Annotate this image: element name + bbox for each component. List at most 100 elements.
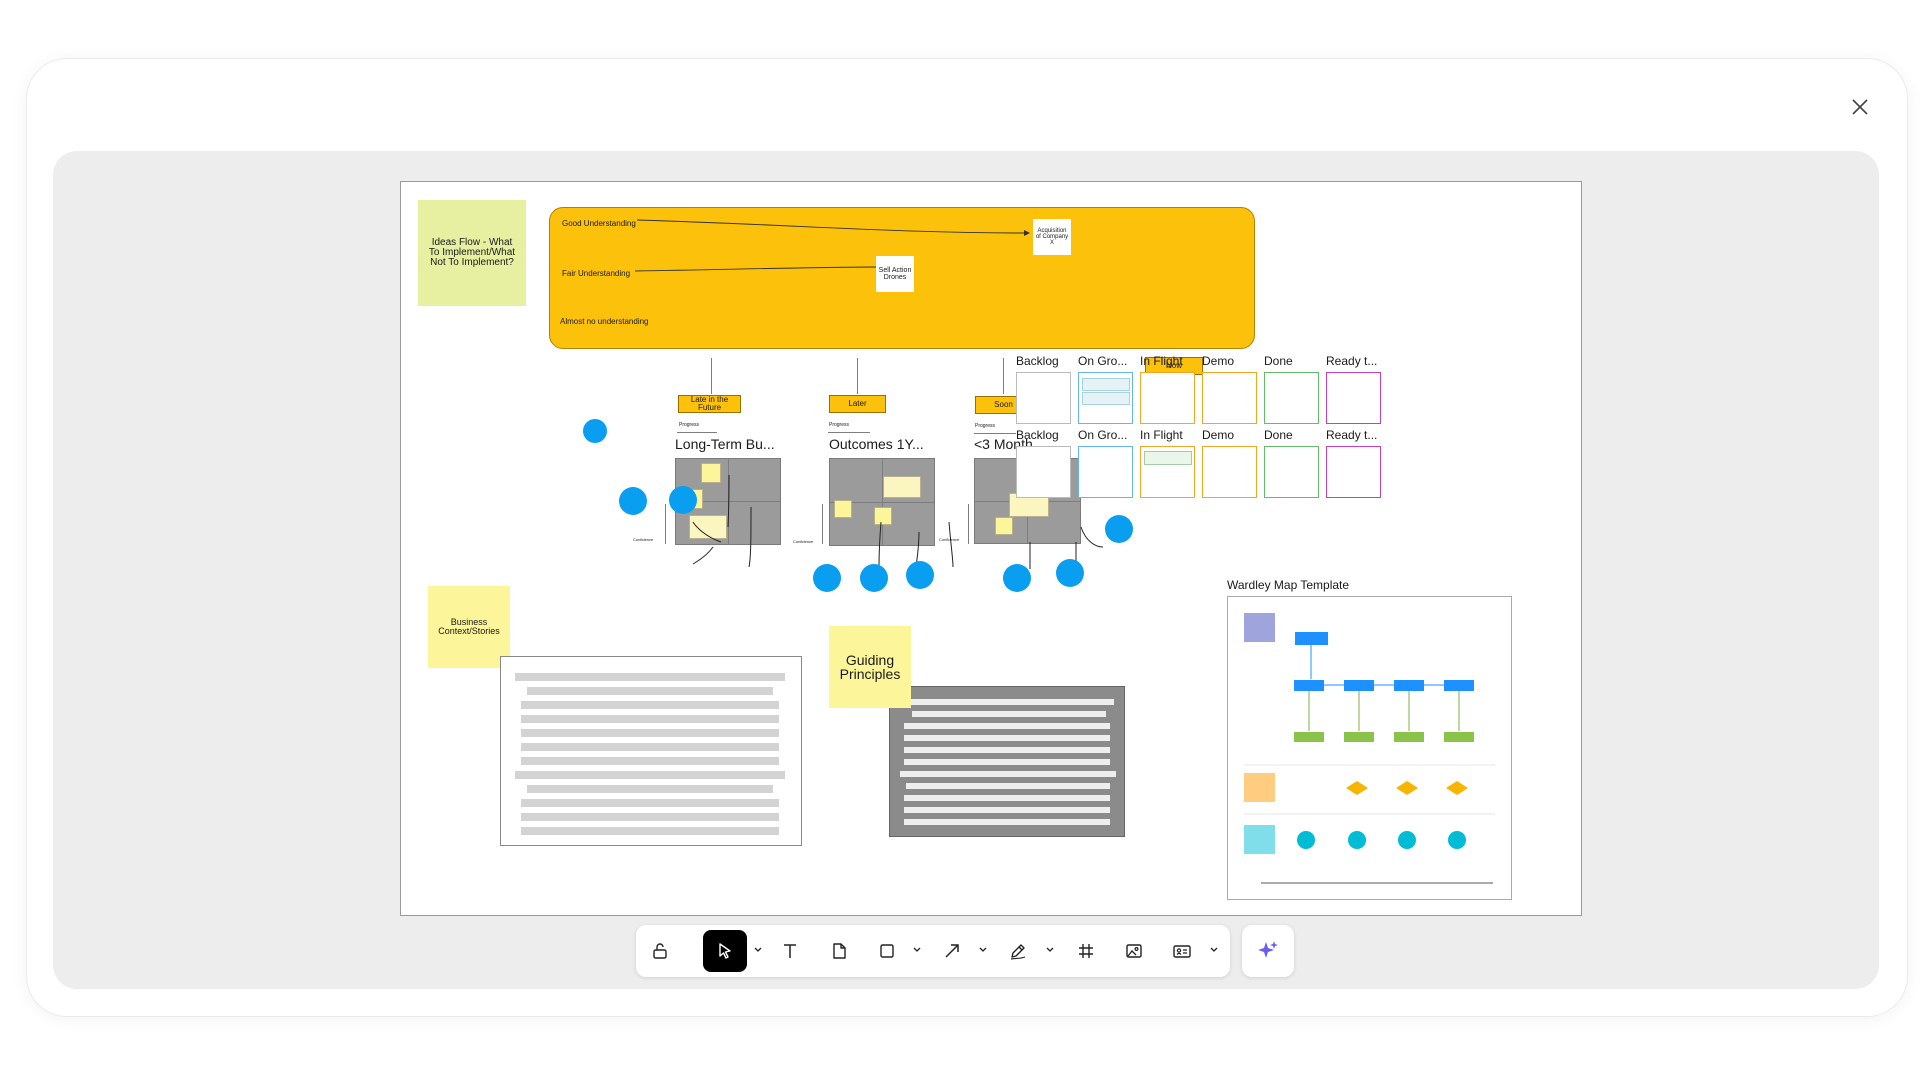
kanban-column-label: Demo xyxy=(1202,354,1235,368)
bottom-toolbar xyxy=(636,925,1230,977)
doc-line xyxy=(515,673,785,681)
kanban-card[interactable] xyxy=(1082,392,1130,405)
kanban-column-frame[interactable] xyxy=(1264,372,1319,424)
kanban-card[interactable] xyxy=(1144,451,1192,465)
kanban-column-frame[interactable] xyxy=(1202,372,1257,424)
doc-line xyxy=(904,747,1110,753)
card-chevron-down-icon[interactable] xyxy=(1209,945,1219,955)
guiding-principles-sticky[interactable]: Guiding Principles xyxy=(829,626,911,708)
note-icon[interactable] xyxy=(821,933,857,969)
kanban-column-label: Done xyxy=(1264,354,1293,368)
acquisition-text: Acquisition of Company X xyxy=(1035,228,1069,246)
kanban-column-frame[interactable] xyxy=(1078,446,1133,498)
acquisition-card[interactable]: Acquisition of Company X xyxy=(1033,219,1071,255)
kanban-card[interactable] xyxy=(1082,378,1130,391)
guiding-principles-doc[interactable] xyxy=(889,686,1125,837)
doc-line xyxy=(904,759,1110,765)
long-term-matrix-h xyxy=(675,501,781,502)
business-context-doc[interactable] xyxy=(500,656,802,846)
kanban-column-frame[interactable] xyxy=(1016,372,1071,424)
confidence-line-2 xyxy=(822,504,823,544)
select-chevron-down-icon[interactable] xyxy=(753,945,763,955)
long-term-note-1[interactable] xyxy=(701,463,721,483)
arrow-icon[interactable] xyxy=(934,933,970,969)
dot-5[interactable] xyxy=(860,564,888,592)
ai-sparkle-icon xyxy=(1258,941,1278,958)
kanban-column-label: Ready t... xyxy=(1326,428,1378,442)
kanban-column-frame[interactable] xyxy=(1202,446,1257,498)
good-understanding-label: Good Understanding xyxy=(562,219,636,228)
doc-line xyxy=(906,783,1110,789)
kanban-column-frame[interactable] xyxy=(1016,446,1071,498)
confidence-label-2: Confidence xyxy=(793,539,814,544)
lock-icon[interactable] xyxy=(642,933,678,969)
kanban-column-frame[interactable] xyxy=(1078,372,1133,424)
outcomes-note-3[interactable] xyxy=(874,507,892,525)
select-icon[interactable] xyxy=(703,930,747,972)
doc-line xyxy=(521,799,779,807)
soon-note-3[interactable] xyxy=(995,517,1013,535)
drones-card[interactable]: Sell Action Drones xyxy=(876,256,914,292)
dot-2[interactable] xyxy=(619,487,647,515)
progress-label-1: Progress xyxy=(679,422,700,428)
doc-line xyxy=(904,699,1114,705)
confidence-line-3 xyxy=(968,504,969,544)
dot-1[interactable] xyxy=(583,419,607,443)
doc-line xyxy=(904,723,1110,729)
card-icon[interactable] xyxy=(1164,933,1200,969)
ideas-flow-sticky[interactable]: Ideas Flow - What To Implement/What Not … xyxy=(418,200,526,306)
shape-icon[interactable] xyxy=(869,933,905,969)
kanban-column-frame[interactable] xyxy=(1326,446,1381,498)
doc-line xyxy=(904,735,1110,741)
doc-line xyxy=(912,711,1106,717)
ai-assistant-button[interactable] xyxy=(1242,925,1294,977)
text-icon[interactable] xyxy=(772,933,808,969)
dot-4[interactable] xyxy=(813,564,841,592)
fair-understanding-label: Fair Understanding xyxy=(562,269,631,278)
doc-line xyxy=(904,795,1110,801)
image-icon[interactable] xyxy=(1116,933,1152,969)
dot-3[interactable] xyxy=(669,486,697,514)
connector-long-term xyxy=(711,358,712,394)
progress-label-2: Progress xyxy=(829,422,850,428)
dot-9[interactable] xyxy=(1105,515,1133,543)
doc-line xyxy=(521,715,779,723)
kanban-column-label: On Gro... xyxy=(1078,428,1128,442)
kanban-column-frame[interactable] xyxy=(1140,446,1195,498)
late-future-tag[interactable]: Late in the Future xyxy=(678,395,741,413)
outcomes-note-1[interactable] xyxy=(883,476,921,498)
close-icon[interactable] xyxy=(1848,95,1872,119)
wardley-map[interactable] xyxy=(1227,596,1512,900)
confidence-line-1 xyxy=(665,504,666,544)
long-term-note-3[interactable] xyxy=(689,515,727,539)
business-context-sticky[interactable]: Business Context/Stories xyxy=(428,586,510,668)
progress-label-3: Progress xyxy=(975,423,996,429)
kanban-column-frame[interactable] xyxy=(1140,372,1195,424)
dot-6[interactable] xyxy=(906,561,934,589)
kanban-column-frame[interactable] xyxy=(1326,372,1381,424)
frame-icon[interactable] xyxy=(1068,933,1104,969)
pen-chevron-down-icon[interactable] xyxy=(1045,945,1055,955)
doc-line xyxy=(521,729,779,737)
later-tag[interactable]: Later xyxy=(829,395,886,413)
almost-no-understanding-label: Almost no understanding xyxy=(560,317,649,326)
doc-line xyxy=(904,807,1110,813)
shape-chevron-down-icon[interactable] xyxy=(912,945,922,955)
kanban-column-label: Ready t... xyxy=(1326,354,1378,368)
connector-later xyxy=(857,358,858,394)
kanban-column-label: Backlog xyxy=(1016,354,1059,368)
wardley-title: Wardley Map Template xyxy=(1227,578,1350,592)
whiteboard-canvas[interactable]: Ideas Flow - What To Implement/What Not … xyxy=(400,181,1582,916)
kanban-column-label: Backlog xyxy=(1016,428,1059,442)
progress-line-3 xyxy=(974,433,1016,434)
outcomes-note-2[interactable] xyxy=(834,500,852,518)
guiding-principles-text: Guiding Principles xyxy=(839,652,901,682)
kanban-column-label: Done xyxy=(1264,428,1293,442)
kanban-column-frame[interactable] xyxy=(1264,446,1319,498)
kanban-column-label: In Flight xyxy=(1140,354,1183,368)
dot-8[interactable] xyxy=(1056,559,1084,587)
arrow-chevron-down-icon[interactable] xyxy=(978,945,988,955)
pen-icon[interactable] xyxy=(1000,933,1036,969)
dot-7[interactable] xyxy=(1003,564,1031,592)
connector-soon xyxy=(1003,358,1004,394)
